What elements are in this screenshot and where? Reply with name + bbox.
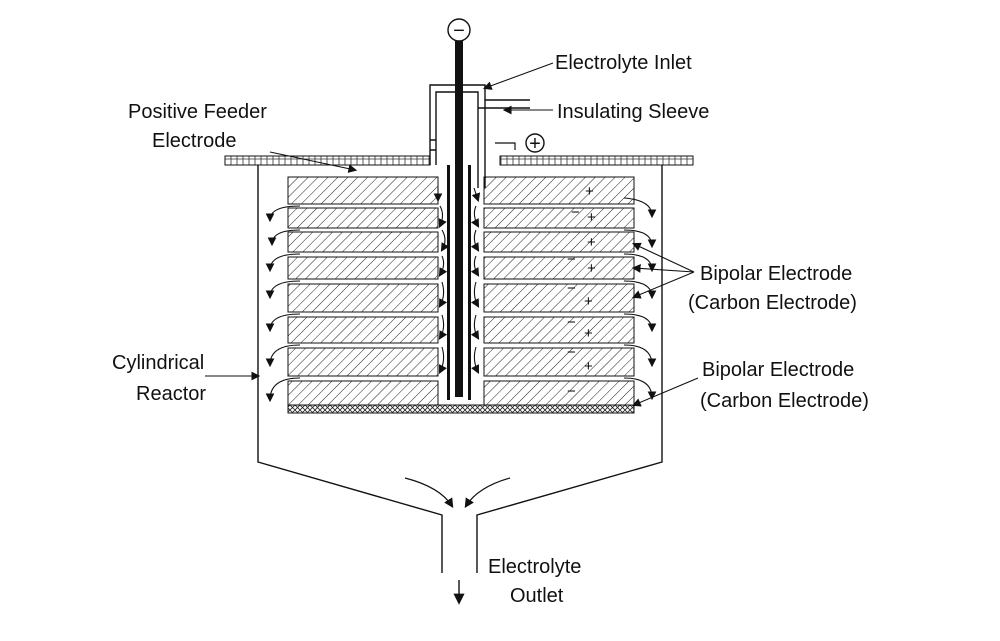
insulating-sleeve-label: Insulating Sleeve (557, 101, 709, 123)
outlet-flow-arrows (404, 477, 511, 605)
positive-symbol: + (529, 133, 541, 155)
central-negative-rod (447, 40, 471, 400)
bipolar-electrode-bottom-label-line1: Bipolar Electrode (702, 359, 854, 381)
plate-mark-minus: − (567, 280, 576, 297)
left-bipolar-electrode-stack (287, 176, 439, 406)
bipolar-electrode-top-label-line2: (Carbon Electrode) (688, 292, 857, 314)
plate-mark-minus: − (571, 204, 580, 221)
negative-symbol: − (453, 20, 465, 42)
bipolar-electrode-bottom-label-line2: (Carbon Electrode) (700, 390, 869, 412)
plate-mark-plus: + (584, 358, 593, 375)
right-bipolar-electrode-stack (483, 176, 635, 406)
plate-polarity-marks: + − + − + − + − + − + − + − (567, 183, 596, 400)
positive-terminal: + (495, 133, 545, 155)
leader-lines (205, 62, 699, 407)
positive-feeder-label-line2: Electrode (152, 130, 237, 152)
plate-mark-minus: − (567, 251, 576, 268)
positive-feeder-label-line1: Positive Feeder (128, 101, 267, 123)
electrolyte-outlet-label-line2: Outlet (510, 585, 564, 607)
plate-mark-minus: − (571, 224, 580, 241)
base-plate (287, 404, 635, 414)
center-flow-arrows (433, 187, 481, 374)
plate-mark-plus: + (587, 209, 596, 226)
right-flow-arrows (623, 197, 657, 401)
electrolyte-outlet-label-line1: Electrolyte (488, 556, 581, 578)
electrolyte-inlet-tube (429, 84, 530, 188)
plate-mark-minus: − (567, 314, 576, 331)
bipolar-electrode-top-label-line1: Bipolar Electrode (700, 263, 852, 285)
plate-mark-minus: − (567, 383, 576, 400)
plate-mark-plus: + (584, 293, 593, 310)
plate-mark-plus: + (587, 234, 596, 251)
cylindrical-reactor-label-line1: Cylindrical (112, 352, 204, 374)
lid-plates (224, 155, 694, 166)
plate-mark-plus: + (585, 183, 594, 200)
plate-mark-plus: + (587, 260, 596, 277)
cylindrical-reactor-vessel (257, 163, 663, 573)
electrolyte-inlet-label: Electrolyte Inlet (555, 52, 692, 74)
plate-mark-plus: + (584, 325, 593, 342)
left-flow-arrows (265, 205, 301, 403)
negative-terminal: − (447, 18, 471, 42)
plate-mark-minus: − (567, 344, 576, 361)
cylindrical-reactor-label-line2: Reactor (136, 383, 206, 405)
